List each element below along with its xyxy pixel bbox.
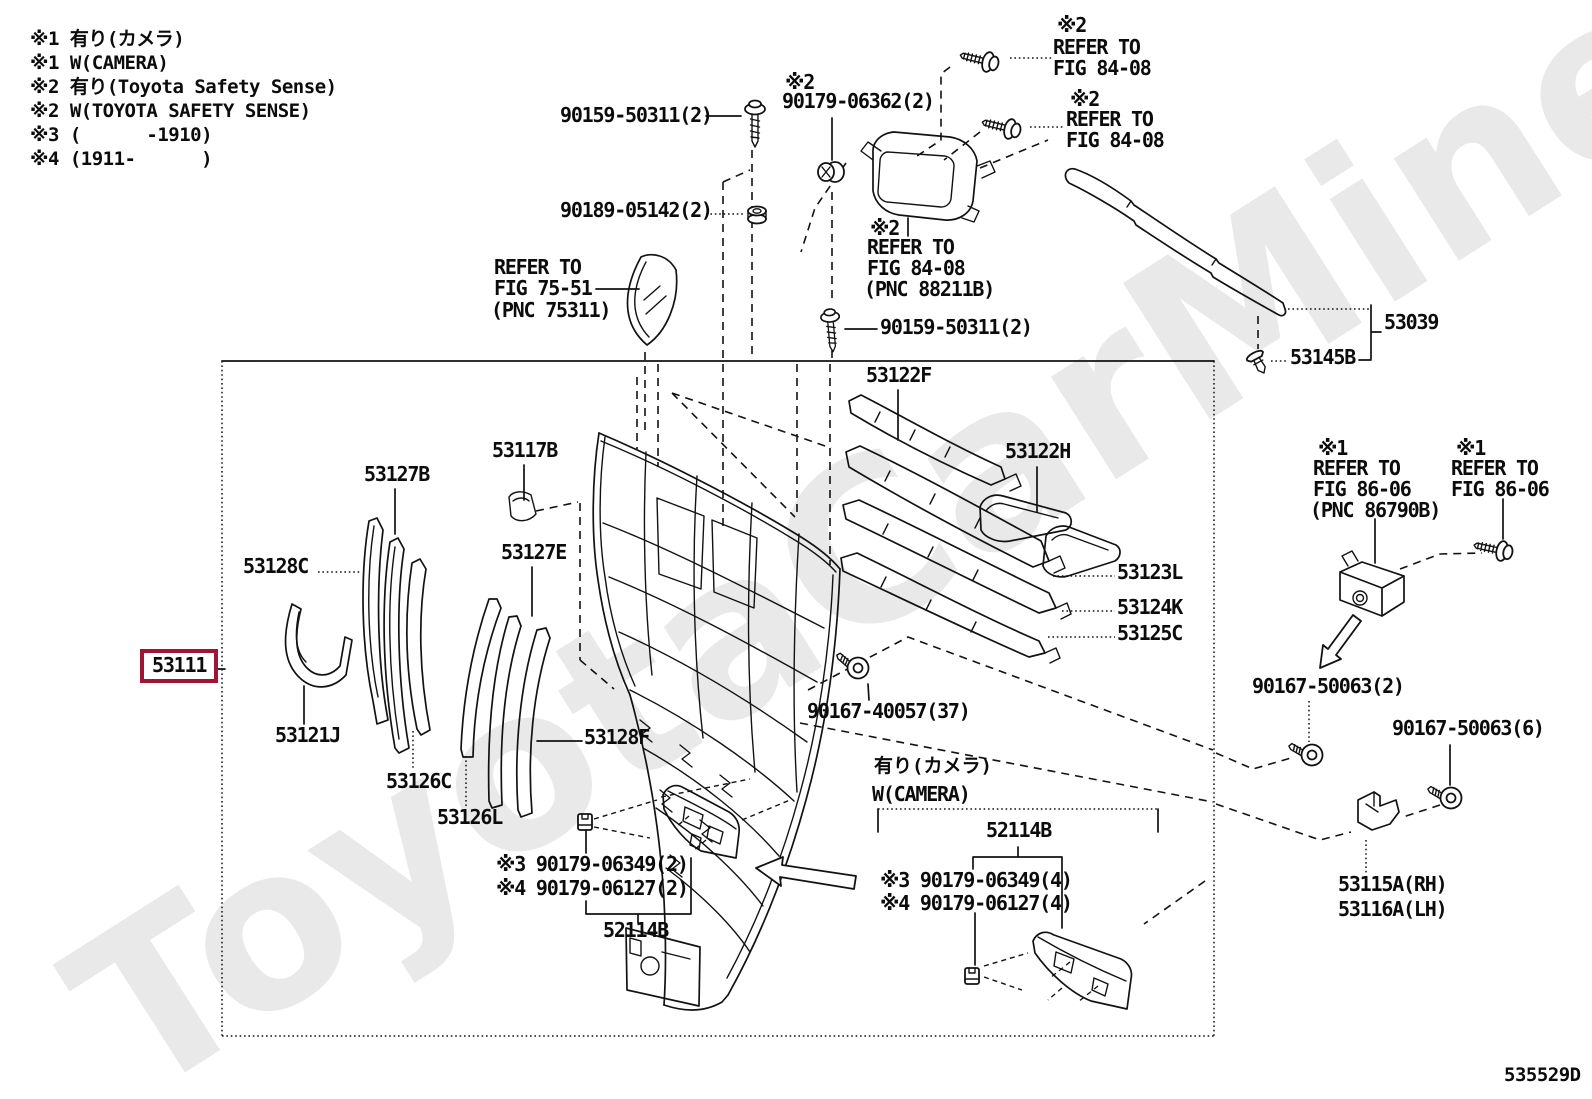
part-label-90167-50063-2: 90167-50063(2) xyxy=(1252,674,1405,698)
ref-note-fig84-08: REFER TO xyxy=(1066,107,1154,131)
part-label-90159-50311: 90159-50311(2) xyxy=(880,315,1033,339)
washer-bolt-icon xyxy=(957,44,1002,76)
ref-note-fig86-06-pnc: (PNC 86790B) xyxy=(1310,498,1441,522)
ref-note-fig75-51: FIG 75-51 xyxy=(494,276,593,300)
part-label-90159-50311: 90159-50311(2) xyxy=(560,103,713,127)
part-label-53127B: 53127B xyxy=(364,462,430,486)
projection-dashed-lines xyxy=(535,66,1483,1003)
legend: ※1 有り(カメラ) ※1 W(CAMERA) ※2 有り(Toyota Saf… xyxy=(30,27,337,171)
part-label-53126C: 53126C xyxy=(386,769,452,793)
ref-note-fig84-08: FIG 84-08 xyxy=(1066,128,1165,152)
figure-code: 535529D xyxy=(1504,1064,1581,1086)
part-label-53121J: 53121J xyxy=(275,723,341,747)
screw-grommet-icon xyxy=(830,648,873,683)
note-90179-06127-2: ※4 90179-06127(2) xyxy=(496,876,689,900)
tapping-screw-icon xyxy=(819,307,844,354)
grille-53111-drawing xyxy=(592,432,841,1011)
retainer-clip-icon xyxy=(964,967,980,985)
part-label-53117B: 53117B xyxy=(492,438,558,462)
note-star2: ※2 xyxy=(870,216,900,240)
washer-bolt-icon xyxy=(1471,534,1516,564)
emblem-bezel-drawing xyxy=(626,253,678,346)
direction-arrow-icon xyxy=(755,856,857,890)
note-star2: ※2 xyxy=(1070,87,1100,111)
legend-line: ※2 W(TOYOTA SAFETY SENSE) xyxy=(30,100,311,122)
part-label-53122H: 53122H xyxy=(1005,439,1071,463)
part-label-53128C: 53128C xyxy=(243,554,309,578)
note-with-camera-en: W(CAMERA) xyxy=(872,782,971,806)
plate-bracket-left-drawing xyxy=(662,784,741,859)
grille-side-mouldings-drawing xyxy=(284,491,551,818)
ref-note-fig84-08-pnc: FIG 84-08 xyxy=(867,256,966,280)
screw-grommet-icon xyxy=(1423,781,1465,812)
ref-note-fig84-08-pnc: REFER TO xyxy=(867,235,955,259)
legend-line: ※3 ( -1910) xyxy=(30,124,213,146)
ref-note-fig86-06-pnc: REFER TO xyxy=(1313,456,1401,480)
part-label-53122F: 53122F xyxy=(866,363,932,387)
push-clip-icon xyxy=(1244,347,1273,379)
note-star2: ※2 xyxy=(1057,13,1087,37)
note-with-camera-jp: 有り(カメラ) xyxy=(874,755,992,777)
ref-note-fig84-08-pnc: (PNC 88211B) xyxy=(864,277,995,301)
part-label-53123L: 53123L xyxy=(1117,560,1183,584)
part-label-53128F: 53128F xyxy=(584,725,650,749)
radar-sensor-drawing xyxy=(860,131,996,223)
legend-line: ※4 (1911- ) xyxy=(30,148,213,170)
note-star1: ※1 xyxy=(1318,436,1348,460)
ref-note-fig75-51: (PNC 75311) xyxy=(491,298,611,322)
ref-note-fig84-08: REFER TO xyxy=(1053,35,1141,59)
ref-note-fig75-51: REFER TO xyxy=(494,255,582,279)
legend-line: ※1 W(CAMERA) xyxy=(30,52,169,74)
ref-note-fig86-06: FIG 86-06 xyxy=(1451,477,1550,501)
part-label-53145B: 53145B xyxy=(1290,345,1356,369)
highlighted-part-label-53111: 53111 xyxy=(140,649,219,683)
corner-bracket-drawing xyxy=(1357,791,1400,831)
part-label-90167-40057: 90167-40057(37) xyxy=(807,699,971,723)
part-label-53124K: 53124K xyxy=(1117,595,1183,619)
part-label-53115A-RH: 53115A(RH) xyxy=(1338,872,1448,896)
main-part-box xyxy=(217,360,1215,1037)
legend-line: ※2 有り(Toyota Safety Sense) xyxy=(30,76,337,98)
legend-line: ※1 有り(カメラ) xyxy=(30,28,185,50)
dotted-leader-lines xyxy=(318,57,1371,874)
tapping-screw-icon xyxy=(744,99,766,148)
part-label-53127E: 53127E xyxy=(501,540,567,564)
clip-nut-icon xyxy=(747,205,767,225)
hood-moulding-53039-drawing xyxy=(1064,167,1287,317)
grille-slat-rows-drawing xyxy=(840,394,1121,664)
part-label-90167-50063-6: 90167-50063(6) xyxy=(1392,716,1545,740)
ref-note-fig86-06: REFER TO xyxy=(1451,456,1539,480)
part-label-90189-05142: 90189-05142(2) xyxy=(560,198,713,222)
note-90179-06349-4: ※3 90179-06349(4) xyxy=(880,868,1073,892)
direction-arrow-icon xyxy=(1319,614,1362,669)
ref-note-fig84-08: FIG 84-08 xyxy=(1053,56,1152,80)
part-label-53126L: 53126L xyxy=(437,805,503,829)
retainer-clip-icon xyxy=(577,813,593,831)
part-label-53039: 53039 xyxy=(1384,310,1439,334)
ref-note-fig86-06-pnc: FIG 86-06 xyxy=(1313,477,1412,501)
note-star1: ※1 xyxy=(1456,436,1486,460)
note-star2: ※2 xyxy=(785,70,815,94)
part-label-53125C: 53125C xyxy=(1117,621,1183,645)
screw-grommet-icon xyxy=(1284,738,1326,769)
note-90179-06349-2: ※3 90179-06349(2) xyxy=(496,852,689,876)
part-label-90179-06362: 90179-06362(2) xyxy=(782,89,935,113)
part-label-52114B: 52114B xyxy=(603,918,669,942)
part-label-52114B: 52114B xyxy=(986,818,1052,842)
plate-bracket-right-drawing xyxy=(1032,931,1133,1010)
washer-bolt-icon xyxy=(979,111,1024,143)
grommet-icon xyxy=(817,161,845,183)
note-90179-06127-4: ※4 90179-06127(4) xyxy=(880,891,1073,915)
camera-unit-drawing xyxy=(1339,550,1405,617)
part-label-53116A-LH: 53116A(LH) xyxy=(1338,897,1448,921)
